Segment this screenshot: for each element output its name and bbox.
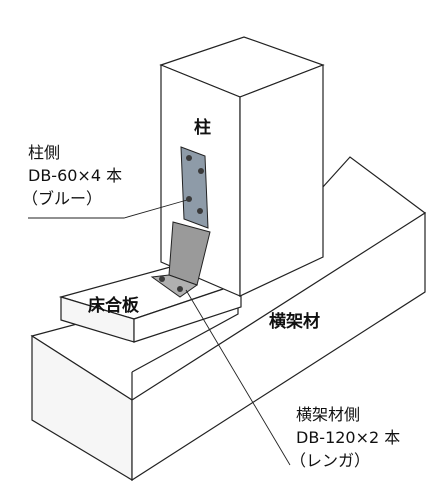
beam-label: 横架材: [269, 311, 320, 332]
screw-hole: [159, 276, 165, 282]
column-label: 柱: [194, 117, 211, 138]
screw-hole: [186, 196, 192, 202]
column-bracket-plate: [180, 146, 209, 229]
column-side-face: [239, 64, 324, 297]
screw-hole: [198, 168, 204, 174]
floor-board-label: 床合板: [88, 295, 140, 316]
beam-side-leader: [185, 289, 291, 466]
screw-hole: [197, 208, 203, 214]
beam-side-part: DB-120×2 本: [296, 428, 400, 447]
column-side-leader: [28, 199, 188, 219]
beam-side-title: 横架材側: [296, 405, 360, 424]
column-side-part: DB-60×4 本: [28, 166, 122, 185]
screw-hole: [177, 286, 183, 292]
floor-board-side: [133, 282, 242, 343]
screw-hole: [186, 155, 192, 161]
column-side-color: （ブルー）: [22, 189, 102, 208]
beam-side-color: （レンガ）: [290, 451, 370, 470]
beam-side-face: [131, 211, 426, 482]
column-side-title: 柱側: [28, 143, 60, 162]
